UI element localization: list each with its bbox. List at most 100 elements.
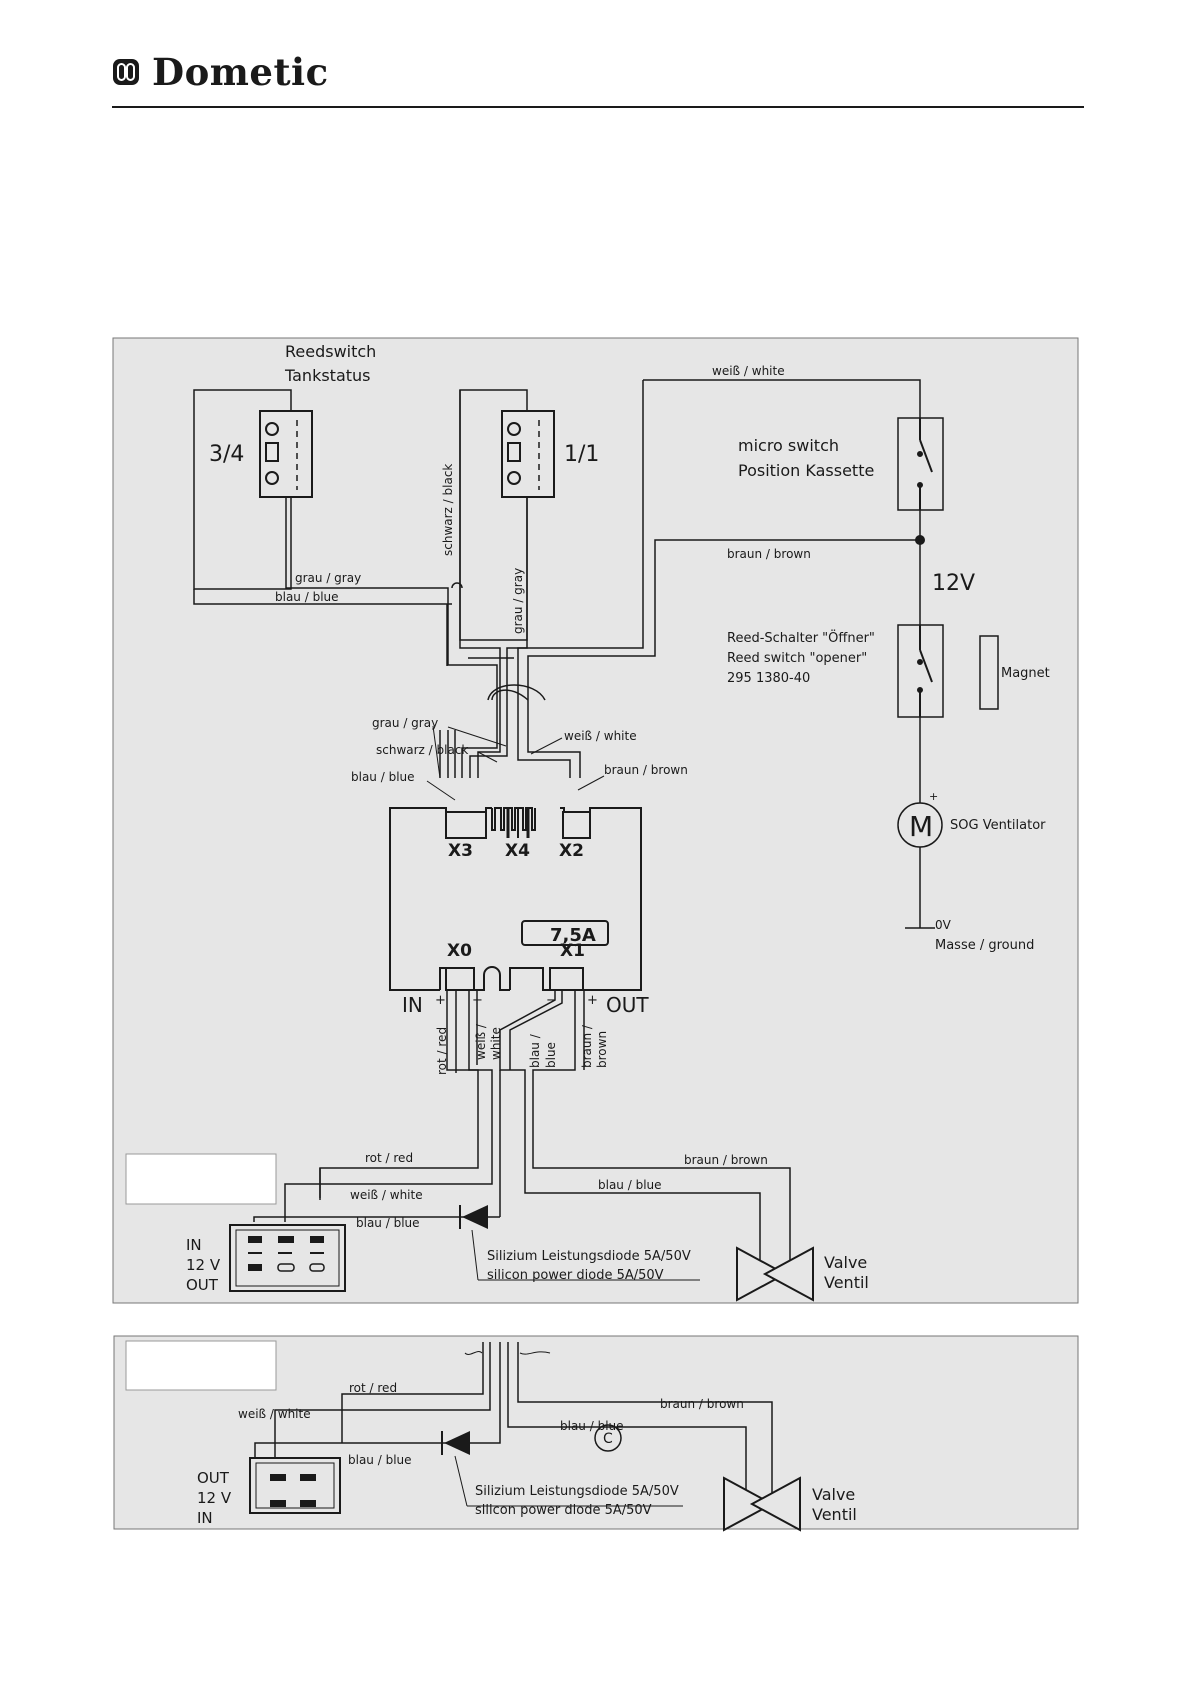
- reed-label-3: 295 1380-40: [727, 671, 810, 686]
- p2-wire-braun: [517, 1342, 773, 1493]
- micro-switch-label-1: micro switch: [738, 436, 839, 455]
- label-blau-34: blau / blue: [275, 590, 339, 604]
- p2-mark-c: C: [603, 1431, 613, 1447]
- vlabel-blau-a: blau /: [528, 1033, 542, 1068]
- valve1-en: Valve: [824, 1253, 867, 1272]
- diode2-label-1: Silizium Leistungsdiode 5A/50V: [475, 1484, 679, 1499]
- bundle-grau: grau / gray: [372, 716, 438, 730]
- connector-x0: X0: [447, 941, 472, 961]
- wire-blau-34: [193, 589, 452, 605]
- control-unit: [389, 807, 642, 991]
- connector-x2: X2: [559, 841, 584, 861]
- hlabel-braun-valve: braun / brown: [684, 1153, 768, 1167]
- label-schwarz-vert: schwarz / black: [441, 464, 455, 556]
- bundle-schwarz: schwarz / black: [376, 743, 468, 757]
- p2-wire-blau-diode: [254, 1342, 501, 1458]
- hlabel-rot: rot / red: [365, 1151, 413, 1165]
- connector-x3: X3: [448, 841, 473, 861]
- label-out: OUT: [606, 993, 649, 1017]
- x1-minus: −: [546, 993, 557, 1008]
- connector-x1: X1: [560, 941, 585, 961]
- vlabel-weiss-a: weiß /: [474, 1023, 488, 1060]
- socket-2: [249, 1457, 341, 1514]
- sensor-34-label: 3/4: [209, 442, 244, 467]
- magnet-label: Magnet: [1001, 666, 1050, 681]
- brand-name: Dometic: [152, 50, 329, 94]
- hlabel-blau: blau / blue: [356, 1216, 420, 1230]
- motor-plus: +: [929, 790, 938, 803]
- label-weiss-top: weiß / white: [712, 364, 785, 378]
- vlabel-braun-b: brown: [595, 1031, 609, 1068]
- diode1-label-2: silicon power diode 5A/50V: [487, 1268, 664, 1283]
- label-braun-top: braun / brown: [727, 547, 811, 561]
- socket-1: [229, 1224, 346, 1292]
- title-tankstatus: Tankstatus: [284, 366, 371, 385]
- reed-label-2: Reed switch "opener": [727, 651, 867, 666]
- page-header: Dometic: [112, 50, 1084, 108]
- p2-hlabel-blau-valve: blau / blue: [560, 1419, 624, 1433]
- bundle-weiss: weiß / white: [564, 729, 637, 743]
- reed-sensor-11: [459, 389, 555, 641]
- motor-symbol: M: [909, 810, 933, 843]
- x0-minus: −: [472, 993, 483, 1008]
- hlabel-blau-valve: blau / blue: [598, 1178, 662, 1192]
- micro-switch-label-2: Position Kassette: [738, 461, 874, 480]
- magnet: [979, 635, 999, 710]
- bundle-braun: braun / brown: [604, 763, 688, 777]
- wire-braun: [527, 539, 920, 730]
- voltage-12v: 12V: [932, 571, 975, 596]
- p2-wire-rot: [341, 1342, 484, 1443]
- valve2-de: Ventil: [812, 1505, 857, 1524]
- ground-label: Masse / ground: [935, 938, 1034, 953]
- label-grau-vert: grau / gray: [511, 568, 525, 634]
- hlabel-weiss: weiß / white: [350, 1188, 423, 1202]
- diode2-label-2: silicon power diode 5A/50V: [475, 1503, 652, 1518]
- wire-weiss: [517, 380, 644, 730]
- socket2-12v: 12 V: [197, 1489, 232, 1507]
- reed-label-1: Reed-Schalter "Öffner": [727, 629, 875, 646]
- valve-2: [723, 1476, 801, 1532]
- blank-label-box-2: [125, 1340, 277, 1391]
- p2-hlabel-weiss: weiß / white: [238, 1407, 311, 1421]
- wire-blau-out: [499, 990, 761, 1260]
- label-in: IN: [402, 993, 423, 1017]
- p2-hlabel-blau: blau / blue: [348, 1453, 412, 1467]
- valve2-en: Valve: [812, 1485, 855, 1504]
- socket1-out: OUT: [186, 1276, 219, 1294]
- wire-grau-34: [285, 497, 498, 730]
- diode-1: [459, 1205, 700, 1281]
- x0-plus: +: [435, 993, 446, 1008]
- socket1-12v: 12 V: [186, 1256, 221, 1274]
- fuse-label: 7,5A: [550, 925, 596, 946]
- wire-grau-11: [506, 497, 528, 730]
- fuse-box: [521, 920, 609, 946]
- wire-schwarz-11: [459, 390, 501, 730]
- dometic-logo-icon: [113, 59, 139, 85]
- diode1-label-1: Silizium Leistungsdiode 5A/50V: [487, 1249, 691, 1264]
- motor-label: SOG Ventilator: [950, 818, 1046, 833]
- bundle-blau: blau / blue: [351, 770, 415, 784]
- socket2-out: OUT: [197, 1469, 230, 1487]
- vlabel-blau-b: blue: [544, 1042, 558, 1068]
- marker-c: [594, 1424, 622, 1452]
- valve-1: [736, 1246, 814, 1302]
- title-reedswitch: Reedswitch: [285, 342, 376, 361]
- wire-blau-diode: [253, 1216, 500, 1222]
- x1-plus: +: [587, 993, 598, 1008]
- p2-wire-blau: [507, 1342, 747, 1493]
- p2-wire-weiss: [342, 1342, 491, 1411]
- diode-2: [441, 1431, 683, 1507]
- wire-weiss-out: [320, 990, 493, 1185]
- socket2-in: IN: [197, 1509, 213, 1527]
- vlabel-rot: rot / red: [435, 1027, 449, 1075]
- socket1-in: IN: [186, 1236, 202, 1254]
- wire-braun-out: [532, 990, 791, 1260]
- label-grau-34: grau / gray: [295, 571, 361, 585]
- connector-x4: X4: [505, 841, 530, 861]
- zero-v-label: 0V: [935, 918, 952, 932]
- panel-main: [112, 337, 1079, 1304]
- header-divider: [112, 106, 1084, 108]
- sensor-11-label: 1/1: [564, 442, 599, 467]
- p2-hlabel-braun-valve: braun / brown: [660, 1397, 744, 1411]
- blank-label-box-1: [125, 1153, 277, 1205]
